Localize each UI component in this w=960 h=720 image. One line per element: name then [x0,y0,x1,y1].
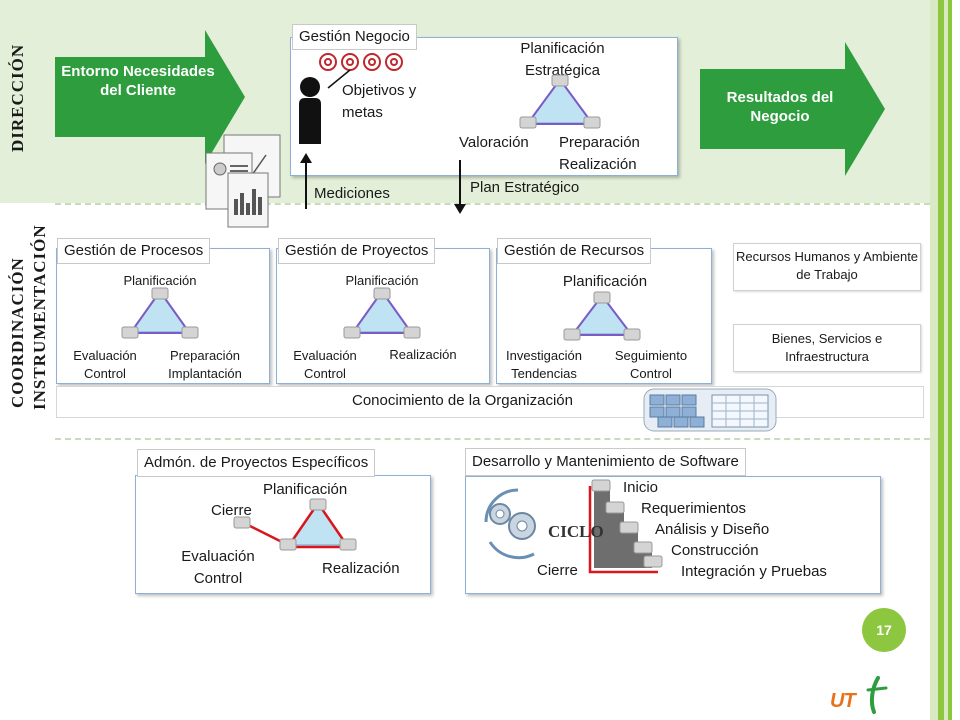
step-analisis: Análisis y Diseño [655,521,770,538]
mediciones-arrow [300,153,312,209]
right-rail-light-2 [944,0,948,720]
proyectos-title: Gestión de Proyectos [278,238,436,264]
proyectos-cycle-diagram [343,287,421,339]
planificacion-estrategica: Planificación Estratégica [520,40,605,79]
procesos-top: Planificación [123,273,197,288]
person-icon [299,77,321,144]
admon-realizacion: Realización [322,560,400,577]
database-icon [643,388,777,432]
procesos-right: Preparación Implantación [168,348,242,381]
preparacion-label: Preparación [559,134,640,151]
divider-2 [55,438,930,440]
step-integracion: Integración y Pruebas [681,563,827,580]
label-instrumentacion: INSTRUMENTACIÓN [30,224,49,410]
recursos-right: Seguimiento Control [614,348,688,381]
plan-estrategico-arrow [454,160,466,214]
recursos-humanos-box: Recursos Humanos y Ambiente de Trabajo [733,243,921,291]
recursos-left: Investigación Tendencias [506,348,582,381]
valoracion-label: Valoración [459,134,529,151]
resultados-arrow-shape [700,42,885,176]
label-coordinacion: COORDINACIÓN [8,257,27,408]
label-direccion: DIRECCIÓN [8,43,27,152]
logo-mark-icon [866,676,888,714]
admon-planificacion: Planificación [263,481,348,498]
step-construccion: Construcción [671,542,759,559]
software-panel [465,476,881,594]
ciclo-label: CICLO [548,522,604,541]
conocimiento-label: Conocimiento de la Organización [352,392,573,409]
admon-cierre: Cierre [211,502,252,519]
admon-panel [135,475,431,594]
mediciones-label: Mediciones [314,185,390,202]
gestion-negocio-title: Gestión Negocio [292,24,417,50]
ut-logo: UT [826,676,896,716]
procesos-cycle-diagram [121,287,199,339]
gestion-negocio-panel [290,37,678,176]
recursos-title: Gestión de Recursos [497,238,652,264]
negocio-cycle-diagram [519,74,601,129]
objetivos-label: Objetivos y metas [342,82,417,121]
admon-cycle-diagram [233,498,357,551]
procesos-title: Gestión de Procesos [57,238,211,264]
entorno-arrow-shape [55,30,245,164]
proyectos-left: Evaluación Control [293,348,357,381]
step-requerimientos: Requerimientos [641,500,747,517]
right-rail-2 [948,0,952,720]
documents-icon [205,134,281,228]
page-number: 17 [862,608,906,652]
right-rail [938,0,944,720]
proyectos-right: Realización [389,347,457,362]
recursos-cycle-diagram [563,291,641,341]
right-rail-light [930,0,938,720]
entorno-label: Entorno Necesidades del Cliente [61,63,215,99]
gears-icon [484,488,536,560]
plan-estrategico-label: Plan Estratégico [470,179,580,196]
software-title: Desarrollo y Mantenimiento de Software [465,448,746,476]
target-icons [319,53,403,71]
admon-evaluacion: Evaluación Control [181,548,255,587]
realizacion-label: Realización [559,156,637,173]
logo-text: UT [830,690,856,712]
proyectos-top: Planificación [345,273,419,288]
pointer-line [327,69,351,89]
procesos-left: Evaluación Control [73,348,137,381]
software-cierre: Cierre [537,562,578,579]
conocimiento-bar [56,386,924,418]
bienes-box: Bienes, Servicios e Infraestructura [733,324,921,372]
staircase-diagram [588,479,663,574]
resultados-label: Resultados del Negocio [726,89,834,125]
admon-title: Admón. de Proyectos Específicos [137,449,376,477]
divider-1 [55,203,930,205]
recursos-top: Planificación [562,273,648,290]
step-inicio: Inicio [623,479,659,496]
